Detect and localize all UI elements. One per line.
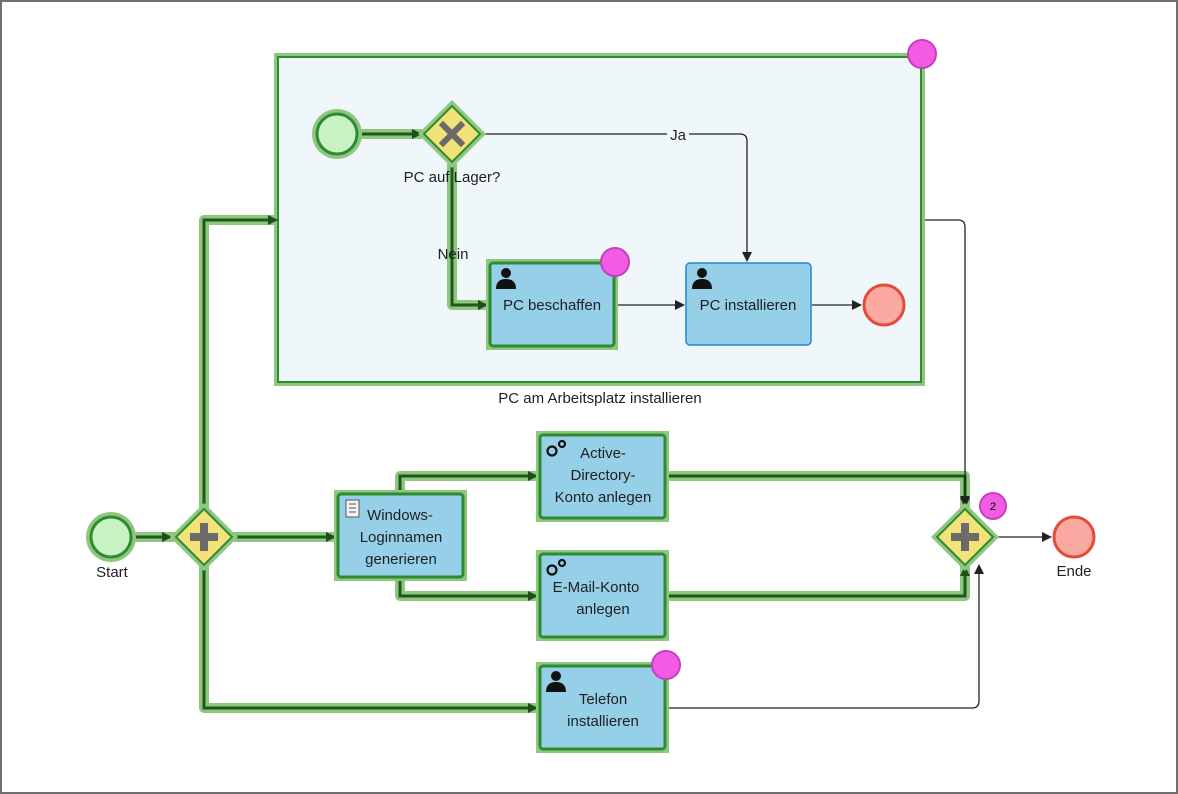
user-icon bbox=[546, 671, 566, 692]
start-label: Start bbox=[96, 564, 129, 581]
task-email-line1: E-Mail-Konto bbox=[553, 579, 640, 596]
x-icon bbox=[438, 120, 466, 148]
task-windows-login[interactable]: Windows- Loginnamen generieren bbox=[334, 490, 467, 581]
token-badge-subprocess bbox=[907, 39, 937, 69]
token-count-badge: 2 bbox=[979, 492, 1007, 520]
task-windows-login-line1: Windows- bbox=[367, 507, 433, 524]
sequence-flows bbox=[131, 129, 1052, 713]
user-icon bbox=[692, 268, 712, 289]
subprocess-label: PC am Arbeitsplatz installieren bbox=[498, 390, 701, 407]
task-telefon-line1: Telefon bbox=[579, 691, 627, 708]
task-email-line2: anlegen bbox=[576, 601, 629, 618]
plus-icon bbox=[951, 523, 979, 551]
document-icon bbox=[345, 499, 360, 518]
task-email[interactable]: E-Mail-Konto anlegen bbox=[536, 550, 669, 641]
gateway-pc-label: PC auf Lager? bbox=[404, 169, 501, 186]
flow-yes-label: Ja bbox=[670, 127, 687, 144]
task-pc-beschaffen[interactable]: PC beschaffen bbox=[486, 259, 618, 350]
user-icon bbox=[496, 268, 516, 289]
subprocess-end-event[interactable] bbox=[862, 283, 906, 327]
task-pc-beschaffen-label: PC beschaffen bbox=[503, 297, 601, 314]
exclusive-gateway-pc-stock[interactable] bbox=[418, 100, 486, 168]
flow-yes-bg bbox=[667, 128, 689, 144]
token-badge-pc-beschaffen bbox=[600, 247, 630, 277]
task-pc-installieren-label: PC installieren bbox=[700, 297, 797, 314]
parallel-gateway-split[interactable] bbox=[170, 503, 238, 571]
task-active-directory-line3: Konto anlegen bbox=[555, 489, 652, 506]
parallel-gateway-join[interactable] bbox=[931, 503, 999, 571]
plus-icon bbox=[190, 523, 218, 551]
task-active-directory[interactable]: Active- Directory- Konto anlegen bbox=[536, 431, 669, 522]
task-active-directory-line2: Directory- bbox=[570, 467, 635, 484]
task-windows-login-line2: Loginnamen bbox=[360, 529, 443, 546]
start-event[interactable] bbox=[86, 512, 136, 562]
task-pc-installieren[interactable]: PC installieren bbox=[685, 262, 812, 346]
end-event[interactable] bbox=[1052, 515, 1096, 559]
task-windows-login-line3: generieren bbox=[365, 551, 437, 568]
task-telefon-line2: installieren bbox=[567, 713, 639, 730]
subprocess-start-event[interactable] bbox=[312, 109, 362, 159]
task-active-directory-line1: Active- bbox=[580, 445, 626, 462]
end-label: Ende bbox=[1056, 563, 1091, 580]
task-telefon[interactable]: Telefon installieren bbox=[536, 662, 669, 753]
gear-icon bbox=[546, 558, 567, 576]
token-count-text: 2 bbox=[990, 501, 996, 513]
gear-icon bbox=[546, 439, 567, 457]
flow-no-label: Nein bbox=[438, 246, 469, 263]
token-badge-telefon bbox=[651, 650, 681, 680]
